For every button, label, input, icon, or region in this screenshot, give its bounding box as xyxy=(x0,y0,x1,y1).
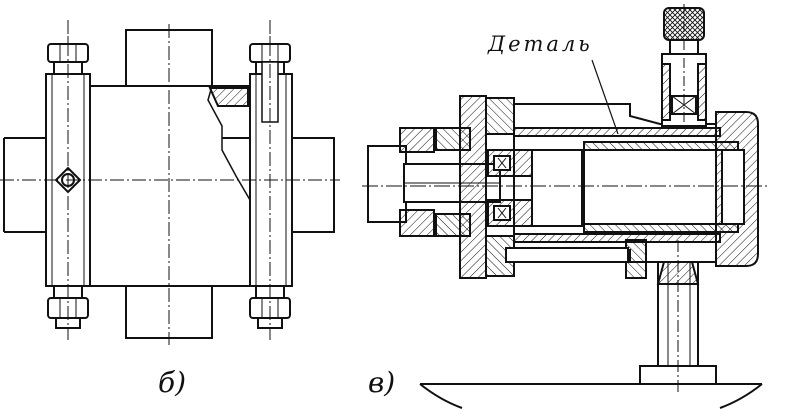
fixture-body xyxy=(89,85,251,287)
base-plate xyxy=(419,383,763,409)
section-hatch-b xyxy=(208,87,249,107)
horizontal-shaft-right xyxy=(290,137,335,233)
clamp-screw xyxy=(661,4,707,127)
horizontal-shaft-left xyxy=(3,137,50,233)
view-v-drawing xyxy=(362,4,770,409)
view-b-centerlines xyxy=(0,20,340,345)
view-label-v: в) xyxy=(368,366,396,399)
workpiece-tube xyxy=(583,141,739,233)
leader-line xyxy=(591,59,619,135)
inner-piston xyxy=(531,149,583,227)
view-label-b: б) xyxy=(158,366,187,399)
view-b-drawing xyxy=(0,20,340,345)
flange xyxy=(459,95,487,279)
part-label: Деталь xyxy=(488,32,593,56)
